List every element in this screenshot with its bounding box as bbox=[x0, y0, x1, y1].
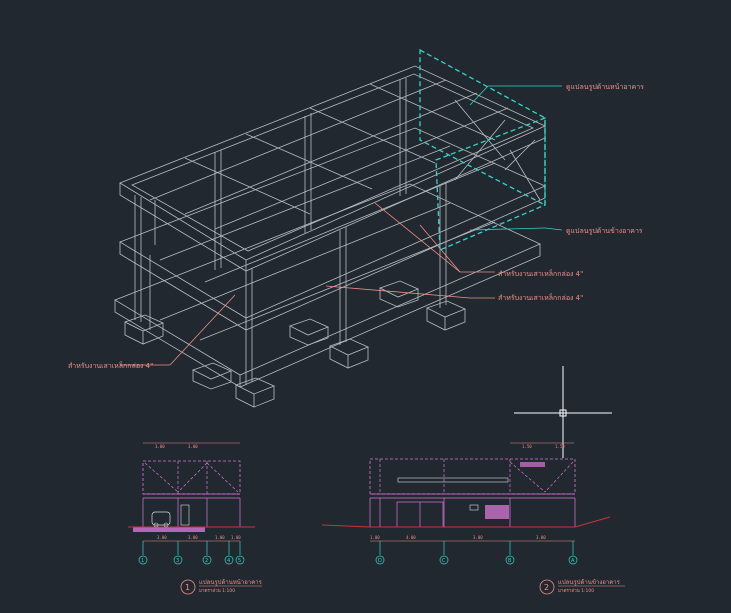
roof-frame-outer bbox=[119, 65, 546, 261]
front-view-callout: ดูแปลนรูปด้านหน้าอาคาร bbox=[566, 83, 644, 91]
view-title: แปลนรูปด้านหน้าอาคาร bbox=[199, 579, 263, 586]
elev1-bottom-dim: 3.00 bbox=[157, 535, 167, 540]
footings bbox=[123, 280, 467, 408]
elevation-side: 1.50 1.50 1.00 4.00 3.00 3.00 D bbox=[321, 442, 625, 595]
grid-label: D bbox=[378, 558, 382, 564]
grid-label: C bbox=[442, 558, 446, 564]
elev2-bottom-dim: 3.00 bbox=[473, 535, 483, 540]
elev1-top-dim: 3.00 bbox=[155, 444, 165, 449]
iso-structure bbox=[114, 65, 546, 408]
mid-floor-frame bbox=[119, 127, 546, 319]
section-box bbox=[419, 48, 546, 251]
grid-label: B bbox=[508, 558, 512, 564]
ground-floor-frame bbox=[114, 183, 541, 376]
view-scale: มาตราส่วน 1:100 bbox=[558, 588, 594, 594]
view-scale: มาตราส่วน 1:100 bbox=[199, 588, 235, 594]
grid-label: 1 bbox=[141, 558, 144, 564]
elev2-top-dim: 1.50 bbox=[555, 444, 565, 449]
grid-label: 3 bbox=[176, 558, 179, 564]
elev1-top-dim: 3.00 bbox=[188, 444, 198, 449]
column-note-b: สำหรับงานเสาเหล็กกล่อง 4" bbox=[498, 293, 583, 302]
view-number: 2 bbox=[544, 583, 549, 592]
elev2-bottom-dim: 4.00 bbox=[406, 535, 416, 540]
column-note-a: สำหรับงานเสาเหล็กกล่อง 4" bbox=[498, 269, 583, 278]
grid-label: A bbox=[571, 558, 575, 564]
elev2-bottom-dim: 1.00 bbox=[370, 535, 380, 540]
grid-label: 5 bbox=[238, 558, 241, 564]
elev1-bottom-dim: 3.00 bbox=[188, 535, 198, 540]
crosshair-cursor bbox=[514, 366, 612, 458]
elevation-front: 3.00 3.00 3.00 3.00 1.00 1.00 1 bbox=[128, 442, 263, 595]
leaders bbox=[120, 85, 563, 366]
side-view-callout: ดูแปลนรูปด้านข้างอาคาร bbox=[566, 227, 643, 235]
elev1-bottom-dim: 1.00 bbox=[231, 535, 241, 540]
grid-label: 4 bbox=[227, 558, 230, 564]
elev2-bottom-dim: 3.00 bbox=[536, 535, 546, 540]
side-bracing bbox=[454, 99, 541, 201]
roof-frame-inner bbox=[131, 73, 534, 252]
view-title: แปลนรูปด้านข้างอาคาร bbox=[558, 579, 621, 586]
elev1-bottom-dim: 1.00 bbox=[215, 535, 225, 540]
column-note-c: สำหรับงานเสาเหล็กกล่อง 4" bbox=[68, 361, 153, 370]
grid-label: 2 bbox=[205, 558, 208, 564]
columns bbox=[134, 78, 447, 385]
view-number: 1 bbox=[185, 583, 190, 592]
elev2-top-dim: 1.50 bbox=[522, 444, 532, 449]
